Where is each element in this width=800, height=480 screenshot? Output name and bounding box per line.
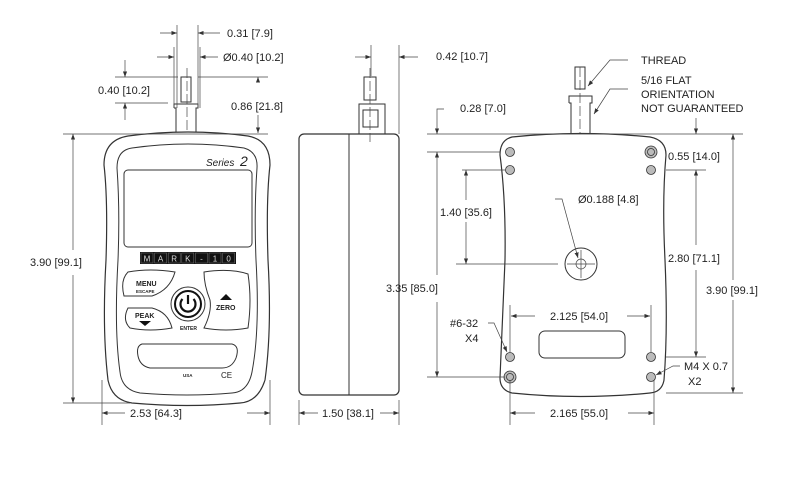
brand-letter: - bbox=[200, 255, 203, 264]
dim-stud-height: 0.86 [21.8] bbox=[231, 101, 283, 113]
side-view: 0.42 [10.7] 1.50 [38.1] bbox=[298, 45, 488, 425]
front-stud-thread bbox=[180, 76, 192, 103]
dim-front-width: 2.53 [64.3] bbox=[130, 408, 182, 420]
screw-label: #6-32 bbox=[450, 318, 478, 330]
brand-letter: 1 bbox=[213, 255, 218, 264]
center-hole bbox=[564, 247, 598, 281]
mounting-holes bbox=[503, 145, 658, 384]
power-enter-button[interactable] bbox=[170, 286, 206, 322]
front-body bbox=[103, 131, 271, 407]
menu-button[interactable] bbox=[122, 269, 176, 297]
brand-letter: M bbox=[144, 255, 151, 264]
front-bezel bbox=[115, 143, 258, 396]
series-label: Series bbox=[206, 158, 234, 169]
dim-hole-span-right: 2.80 [71.1] bbox=[668, 253, 720, 265]
dim-side-hole: 0.55 [14.0] bbox=[668, 151, 720, 163]
side-stud-base bbox=[358, 103, 386, 135]
display-screen bbox=[123, 169, 253, 248]
enter-label: ENTER bbox=[180, 326, 197, 332]
dim-inner-width: 2.125 [54.0] bbox=[550, 311, 608, 323]
dim-back-height: 3.90 [99.1] bbox=[706, 285, 758, 297]
peak-label: PEAK bbox=[135, 313, 154, 320]
brand-letter: 0 bbox=[226, 255, 231, 264]
back-label-window bbox=[538, 330, 626, 359]
flat-note-1: 5/16 FLAT bbox=[641, 75, 692, 87]
series-number: 2 bbox=[239, 153, 248, 169]
brand-letter: R bbox=[171, 255, 177, 264]
zero-label: ZERO bbox=[216, 305, 236, 312]
peak-button[interactable] bbox=[124, 307, 173, 331]
up-arrow-icon bbox=[220, 294, 232, 300]
zero-button[interactable] bbox=[203, 269, 251, 331]
escape-label: ESCAPE bbox=[136, 289, 155, 294]
flat-note-2: ORIENTATION bbox=[641, 89, 715, 101]
metric-label: M4 X 0.7 bbox=[684, 361, 728, 373]
dim-hole-to-center: 1.40 [35.6] bbox=[440, 207, 492, 219]
down-arrow-icon bbox=[139, 321, 151, 326]
dim-stud-offset: 0.42 [10.7] bbox=[436, 51, 488, 63]
dim-outer-width: 2.165 [55.0] bbox=[550, 408, 608, 420]
label-window bbox=[137, 343, 238, 369]
dim-thread-length: 0.40 [10.2] bbox=[98, 85, 150, 97]
back-view: THREAD 5/16 FLAT ORIENTATION NOT GUARANT… bbox=[386, 55, 758, 425]
screw-count: X4 bbox=[465, 333, 478, 345]
dim-hole-span-left: 3.35 [85.0] bbox=[386, 283, 438, 295]
back-body bbox=[499, 132, 667, 398]
ce-mark: CE bbox=[221, 371, 232, 380]
dim-stud-diameter: Ø0.40 [10.2] bbox=[223, 52, 284, 64]
origin-label: USA bbox=[183, 373, 193, 378]
thread-label: THREAD bbox=[641, 55, 686, 67]
power-icon bbox=[179, 298, 197, 313]
dim-side-depth: 1.50 [38.1] bbox=[322, 408, 374, 420]
dim-front-height: 3.90 [99.1] bbox=[30, 257, 82, 269]
flat-note-3: NOT GUARANTEED bbox=[641, 103, 744, 115]
menu-label: MENU bbox=[136, 281, 157, 288]
brand-letter: A bbox=[158, 255, 164, 264]
front-stud-base bbox=[173, 103, 199, 133]
dim-center-hole: Ø0.188 [4.8] bbox=[578, 194, 639, 206]
metric-count: X2 bbox=[688, 376, 701, 388]
dim-top-offset: 0.28 [7.0] bbox=[460, 103, 506, 115]
brand-letter: K bbox=[185, 255, 191, 264]
dim-flat-width: 0.31 [7.9] bbox=[227, 28, 273, 40]
